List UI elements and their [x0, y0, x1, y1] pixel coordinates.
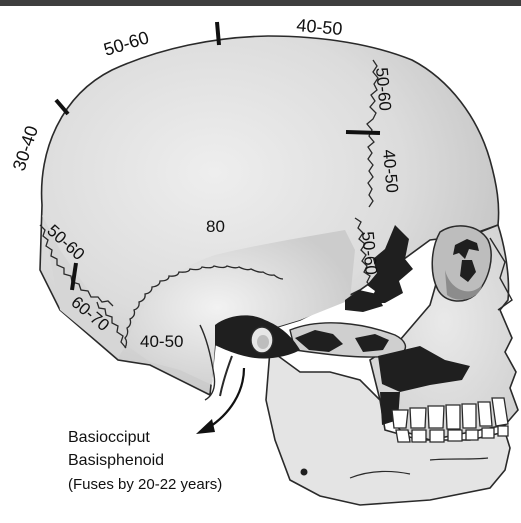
acoustic-meatus-inner — [257, 335, 269, 349]
label-squamosal: 80 — [206, 217, 225, 236]
marker-tick-vertex — [217, 22, 219, 45]
label-lambdoid-upper: 50-60 — [372, 67, 395, 112]
upper-tooth — [410, 408, 426, 428]
mental-foramen — [301, 469, 308, 476]
caption-line-1: Basiocciput — [68, 430, 150, 446]
label-occipital-base: 40-50 — [140, 332, 183, 351]
lower-tooth — [396, 430, 410, 442]
lower-tooth — [430, 430, 444, 442]
marker-tick-coronal — [346, 132, 380, 133]
label-frontal-front: 30-40 — [9, 123, 42, 173]
upper-tooth — [446, 405, 460, 429]
lower-tooth — [412, 430, 426, 442]
caption-line-3: (Fuses by 20-22 years) — [68, 477, 222, 492]
upper-tooth — [392, 410, 408, 428]
styloid-process — [220, 356, 232, 396]
label-sagittal-vertex: 40-50 — [296, 15, 344, 39]
lower-tooth — [448, 430, 462, 441]
lower-tooth — [498, 426, 508, 436]
pointer-arrow-line — [208, 368, 244, 428]
upper-tooth — [478, 402, 492, 426]
lower-tooth — [482, 428, 494, 438]
lower-tooth — [466, 430, 478, 440]
upper-tooth — [462, 404, 476, 428]
upper-tooth — [428, 406, 444, 428]
pointer-arrowhead — [196, 419, 215, 434]
marker-tick-frontal — [56, 100, 68, 114]
label-coronal-upper: 50-60 — [101, 27, 151, 60]
caption-line-2: Basisphenoid — [68, 453, 164, 469]
label-sphenoparietal: 50-60 — [358, 231, 381, 276]
label-lambdoid-lower: 40-50 — [379, 149, 402, 194]
